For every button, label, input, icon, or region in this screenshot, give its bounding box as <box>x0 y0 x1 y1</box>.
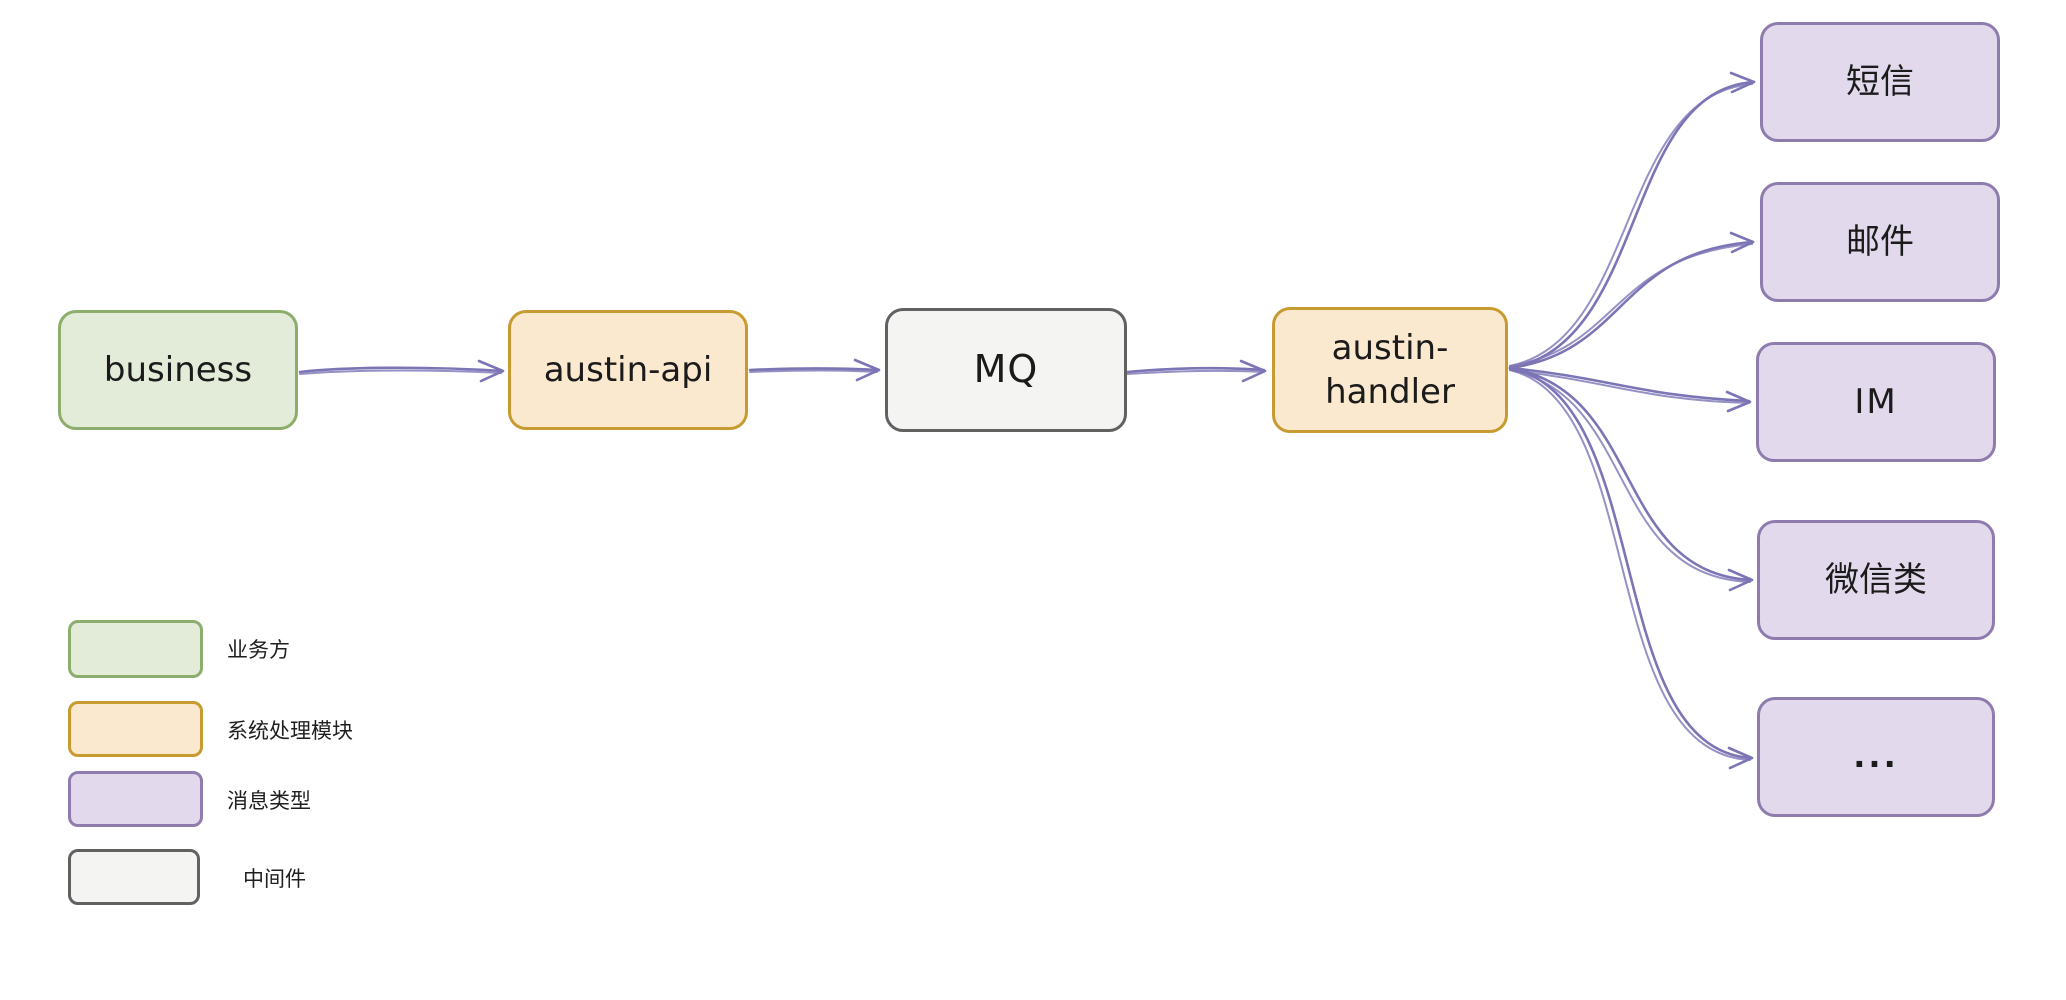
legend-swatch-purple <box>68 771 203 827</box>
node-im-label: IM <box>1854 381 1898 422</box>
legend-item-message-type: 消息类型 <box>68 771 488 829</box>
arrow-austin-handler-to-sms <box>1508 71 1756 370</box>
arrow-austin-handler-to-im <box>1508 366 1752 413</box>
node-business: business <box>58 310 298 430</box>
node-wechat: 微信类 <box>1757 520 1995 640</box>
arrow-austin-handler-to-wechat <box>1508 366 1754 592</box>
arrow-mq-to-austin-handler <box>1125 359 1267 383</box>
node-sms-label: 短信 <box>1846 61 1914 102</box>
node-austin-api: austin-api <box>508 310 748 430</box>
node-email: 邮件 <box>1760 182 2000 302</box>
node-austin-handler-label: austin- handler <box>1325 327 1455 412</box>
legend-item-middleware: 中间件 <box>68 849 488 907</box>
legend-swatch-green <box>68 620 203 678</box>
node-business-label: business <box>103 349 253 390</box>
arrow-austin-api-to-mq <box>748 358 881 382</box>
arrow-austin-handler-to-email <box>1508 231 1755 370</box>
legend-swatch-gray <box>68 849 200 905</box>
node-austin-handler: austin- handler <box>1272 307 1508 433</box>
node-im: IM <box>1756 342 1996 462</box>
node-more-label: ... <box>1853 737 1899 776</box>
node-email-label: 邮件 <box>1846 221 1914 262</box>
arrow-business-to-austin-api <box>298 359 505 383</box>
legend-label-business: 业务方 <box>227 638 290 662</box>
legend-label-middleware: 中间件 <box>243 867 306 891</box>
node-wechat-label: 微信类 <box>1825 559 1927 600</box>
legend-label-module: 系统处理模块 <box>227 719 353 743</box>
arrow-austin-handler-to-more <box>1508 366 1754 770</box>
node-austin-api-label: austin-api <box>543 349 713 390</box>
legend-item-business: 业务方 <box>68 620 488 678</box>
node-mq-label: MQ <box>973 347 1039 392</box>
legend-label-message-type: 消息类型 <box>227 789 311 813</box>
legend-item-module: 系统处理模块 <box>68 701 488 759</box>
node-more: ... <box>1757 697 1995 817</box>
node-mq: MQ <box>885 308 1127 432</box>
legend-swatch-orange <box>68 701 203 757</box>
node-sms: 短信 <box>1760 22 2000 142</box>
